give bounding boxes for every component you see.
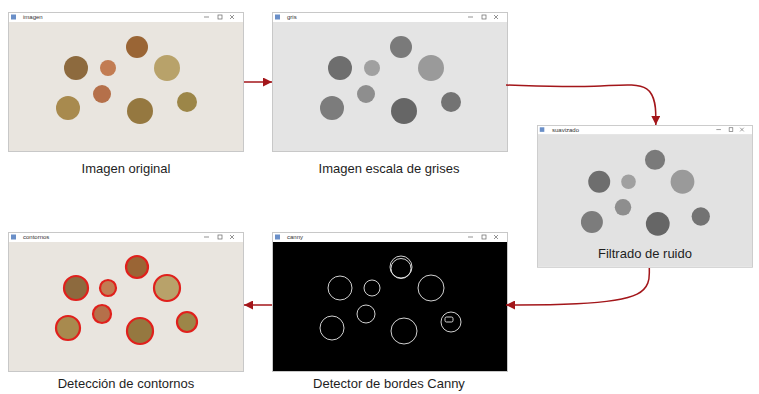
window-frame bbox=[273, 233, 508, 372]
coin bbox=[692, 207, 710, 225]
coin bbox=[320, 96, 344, 120]
window-title: gris bbox=[272, 12, 506, 22]
coin bbox=[177, 92, 197, 112]
window-control bbox=[740, 128, 744, 132]
step-caption: Detector de bordes Canny bbox=[272, 376, 506, 391]
filter-panel: suavizadoFiltrado de ruido bbox=[537, 125, 753, 268]
edge-circle bbox=[328, 276, 352, 300]
coin bbox=[581, 211, 603, 233]
coin bbox=[357, 85, 375, 103]
edge-circle bbox=[364, 280, 380, 296]
edge-ground bbox=[273, 242, 507, 371]
coin bbox=[64, 276, 88, 300]
contours-window bbox=[9, 233, 244, 372]
window-frame bbox=[9, 13, 244, 152]
window-control bbox=[740, 128, 744, 132]
edge-circle bbox=[390, 256, 412, 278]
filtered-window bbox=[537, 125, 752, 267]
coin bbox=[391, 98, 417, 124]
coin bbox=[177, 312, 197, 332]
step-caption: Filtrado de ruido bbox=[537, 246, 753, 261]
window-frame bbox=[273, 13, 508, 152]
coin bbox=[93, 305, 111, 323]
window-icon bbox=[540, 127, 545, 132]
coin bbox=[93, 85, 111, 103]
window-title: imagen bbox=[8, 12, 244, 22]
coin bbox=[126, 36, 148, 58]
coin bbox=[127, 318, 153, 344]
window-control bbox=[716, 129, 721, 130]
outlined-coins bbox=[56, 256, 197, 344]
coin bbox=[64, 56, 88, 80]
original-window bbox=[9, 13, 244, 152]
flow-arrow bbox=[506, 85, 656, 125]
coin bbox=[56, 316, 80, 340]
flow-arrow bbox=[244, 304, 272, 306]
edge-circle bbox=[357, 305, 375, 323]
coin bbox=[441, 92, 461, 112]
flow-arrow bbox=[244, 81, 272, 83]
window-title: suavizado bbox=[537, 125, 753, 135]
coin bbox=[588, 171, 610, 193]
step-caption: Imagen escala de grises bbox=[272, 161, 506, 176]
edge-circle bbox=[391, 259, 411, 279]
edge-circle bbox=[391, 318, 417, 344]
coin bbox=[418, 55, 444, 81]
photo-ground bbox=[273, 22, 507, 151]
coin bbox=[646, 212, 670, 236]
blurred-coins bbox=[581, 150, 710, 236]
step-caption: Detección de contornos bbox=[8, 376, 244, 391]
coin bbox=[328, 56, 352, 80]
photo-ground bbox=[9, 22, 243, 151]
photo-ground bbox=[9, 242, 243, 371]
coin bbox=[126, 256, 148, 278]
canny-window bbox=[273, 233, 508, 372]
coin bbox=[56, 96, 80, 120]
step-caption: Imagen original bbox=[8, 161, 244, 176]
coin bbox=[615, 199, 631, 215]
grayscale-window bbox=[273, 13, 508, 152]
window-title: contornos bbox=[8, 232, 244, 242]
edge-detail bbox=[445, 317, 453, 322]
photo-ground bbox=[538, 134, 752, 267]
window-frame bbox=[537, 125, 752, 267]
contours-panel: contornosDetección de contornos bbox=[8, 232, 244, 391]
original-panel: imagenImagen original bbox=[8, 12, 244, 176]
window-title: canny bbox=[272, 232, 506, 242]
edge-circle bbox=[320, 316, 344, 340]
coin bbox=[390, 36, 412, 58]
coin bbox=[100, 280, 116, 296]
window-frame bbox=[9, 233, 244, 372]
coin bbox=[154, 275, 180, 301]
edge-circle bbox=[418, 275, 444, 301]
window-control bbox=[729, 128, 733, 132]
canny-panel: cannyDetector de bordes Canny bbox=[272, 232, 506, 391]
coin bbox=[154, 55, 180, 81]
coin bbox=[645, 150, 665, 170]
grayscale-panel: grisImagen escala de grises bbox=[272, 12, 506, 176]
edge-circles bbox=[320, 256, 461, 344]
coin bbox=[621, 174, 636, 189]
coin bbox=[364, 60, 380, 76]
coin bbox=[671, 170, 695, 194]
edge-circle bbox=[441, 312, 461, 332]
coin bbox=[100, 60, 116, 76]
coin bbox=[127, 98, 153, 124]
flow-arrow bbox=[506, 268, 649, 305]
